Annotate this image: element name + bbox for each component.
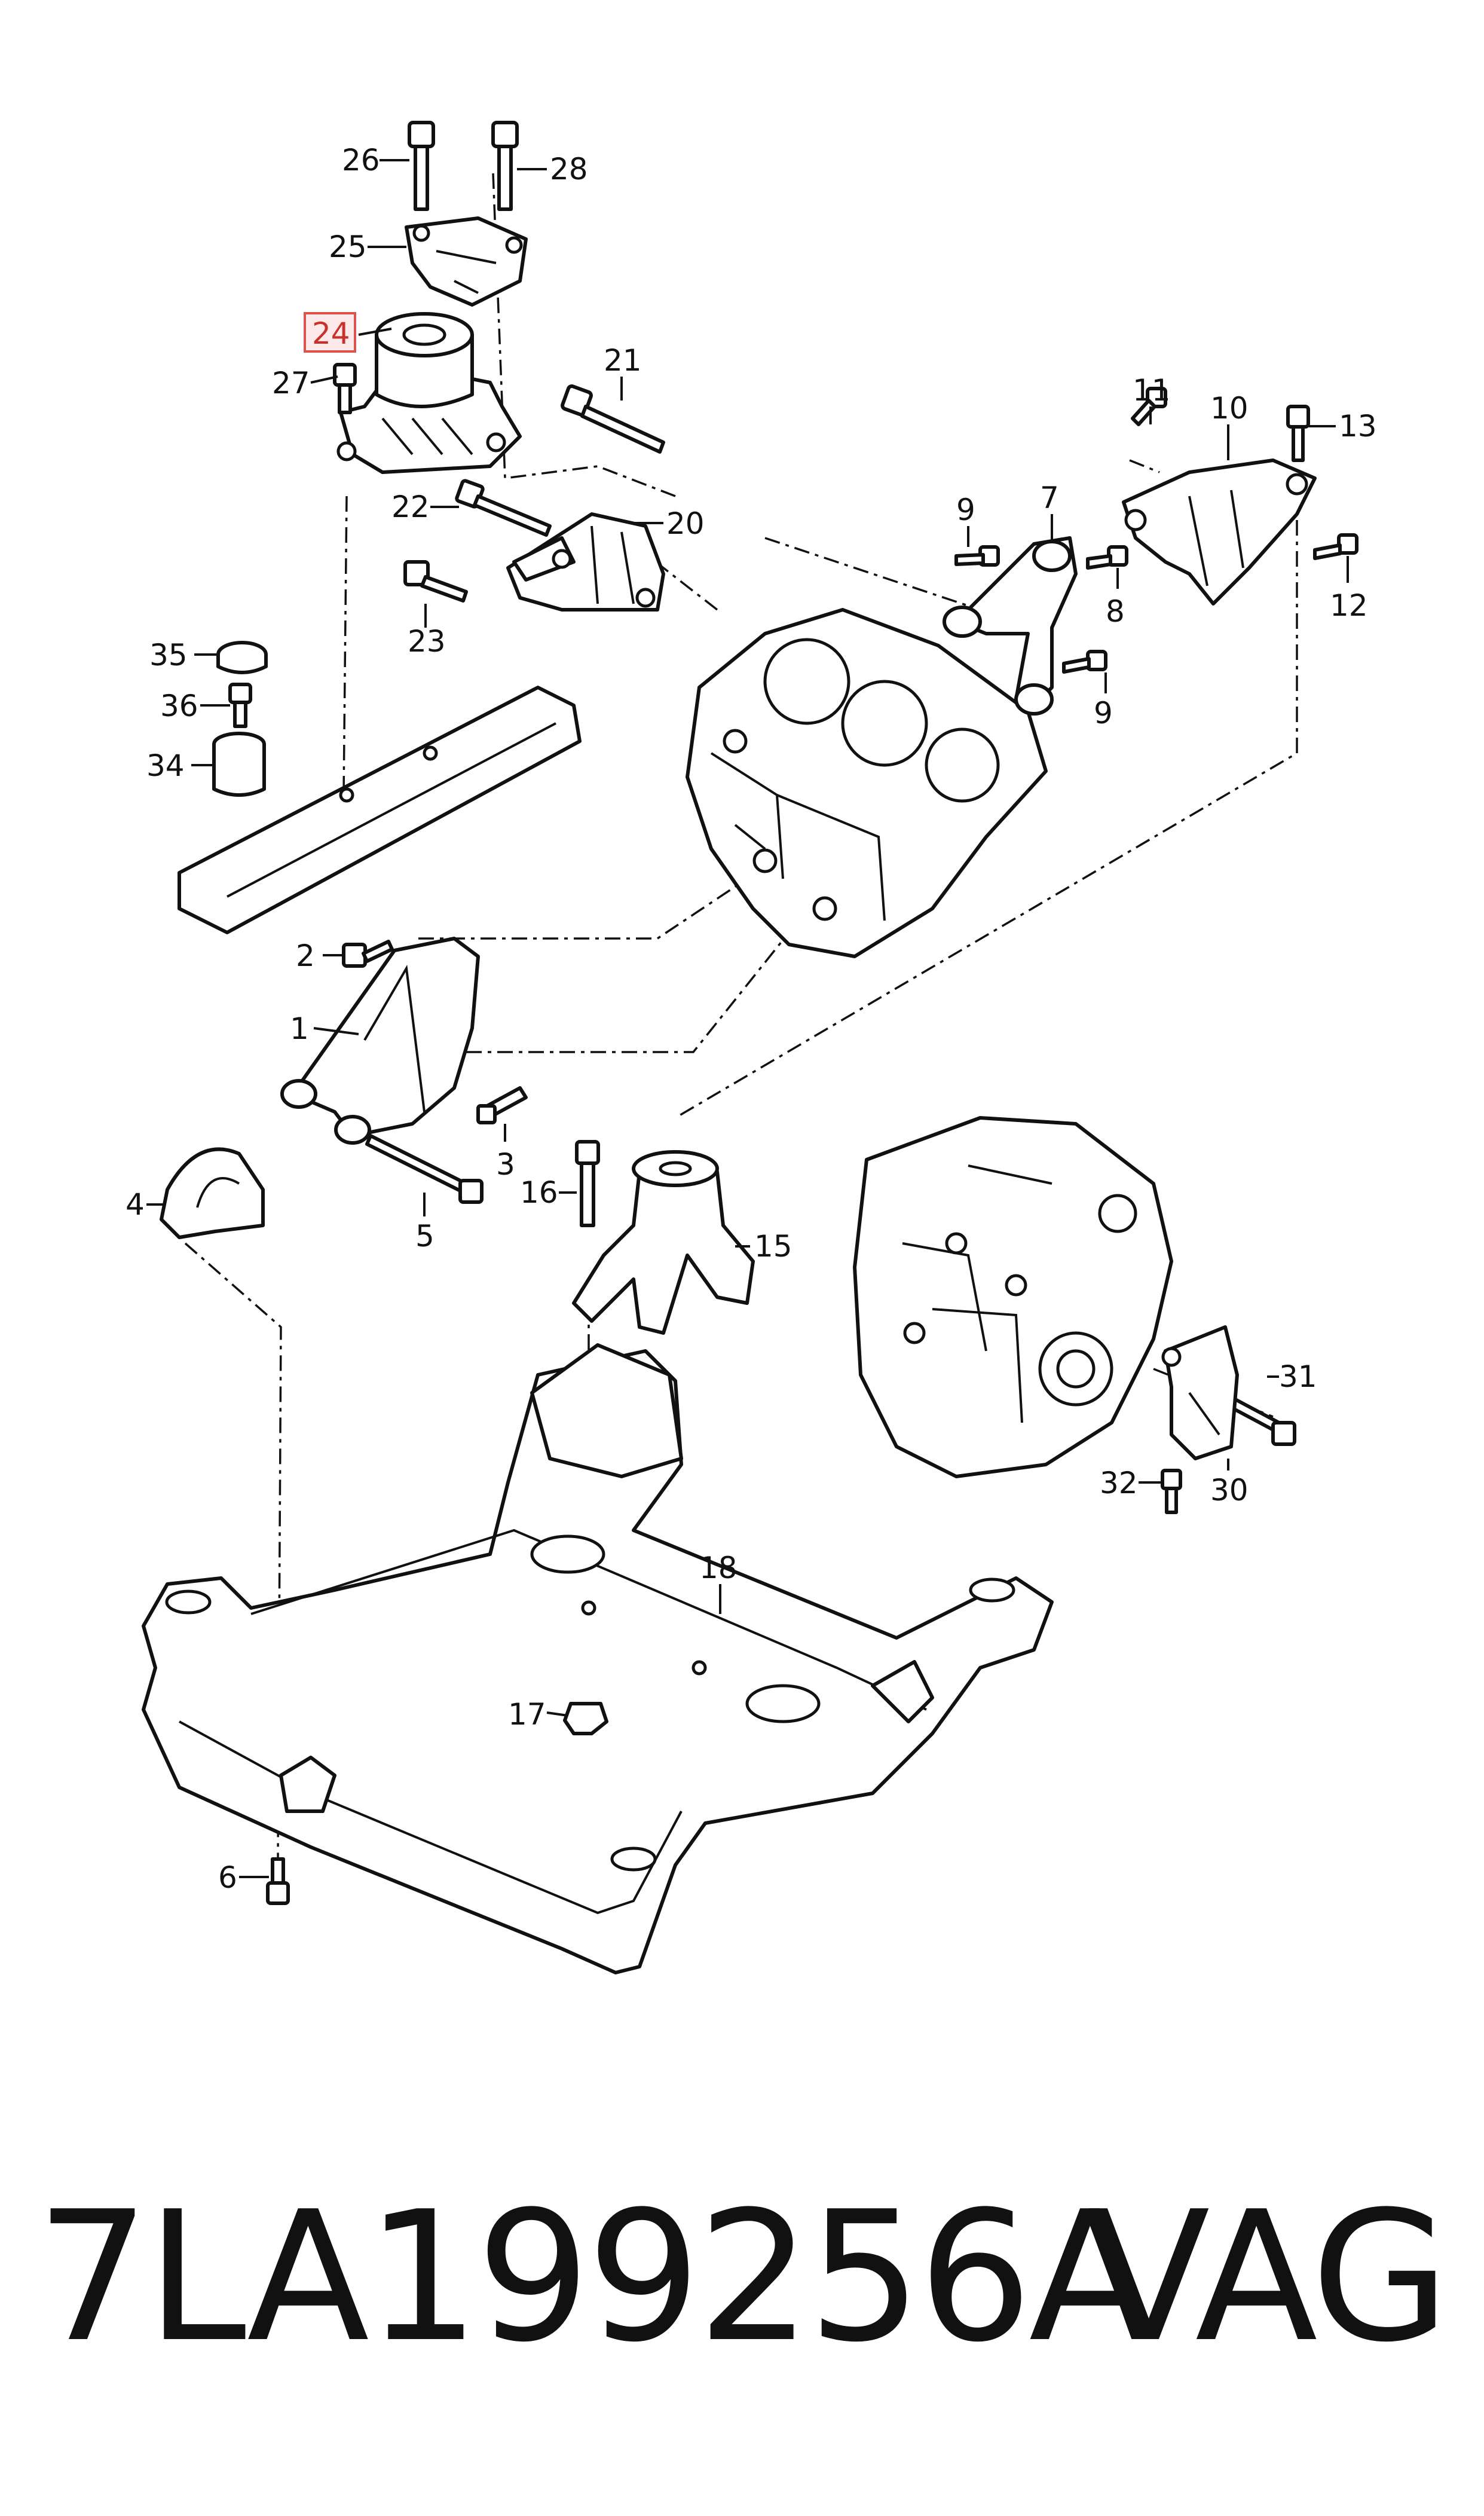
- bolt-9-upper: [954, 545, 1000, 567]
- callout-8: 8: [1106, 594, 1125, 629]
- exploded-parts-diagram: 26 28 25 24 27 21 22 20 23 11 10 13 9 7 …: [126, 121, 1377, 1974]
- bolt-23: [403, 560, 468, 603]
- callout-30: 30: [1210, 1473, 1249, 1508]
- bracket-30: [1161, 1325, 1239, 1460]
- bolt-3: [476, 1086, 528, 1124]
- bolt-11: [1131, 387, 1167, 426]
- bolt-32: [1161, 1469, 1182, 1514]
- bolt-9-lower: [1062, 650, 1107, 674]
- callout-2: 2: [296, 938, 315, 973]
- footer: 7LA199256A VAG: [36, 2173, 1450, 2439]
- callout-11: 11: [1133, 373, 1171, 408]
- callout-7: 7: [1040, 481, 1059, 515]
- mount-4: [160, 1147, 265, 1239]
- bolt-22: [455, 479, 552, 537]
- bolt-21: [561, 384, 665, 454]
- callout-32: 32: [1100, 1466, 1138, 1500]
- gearbox: [853, 1116, 1173, 1478]
- callout-21: 21: [604, 343, 642, 378]
- part-number: 7LA199256A: [36, 2173, 1152, 2382]
- callout-24: 24: [312, 316, 350, 351]
- bracket-10: [1122, 458, 1317, 606]
- callout-4: 4: [126, 1187, 145, 1222]
- bracket-1: [280, 937, 480, 1145]
- callout-17: 17: [508, 1697, 546, 1732]
- callout-labels: 26 28 25 24 27 21 22 20 23 11 10 13 9 7 …: [126, 143, 1377, 1895]
- subframe-18: [142, 1343, 1054, 1974]
- bolt-16: [575, 1140, 600, 1227]
- bolt-5: [365, 1134, 484, 1204]
- callout-16: 16: [520, 1175, 558, 1210]
- nut-17: [563, 1702, 608, 1735]
- bracket-25: [405, 216, 528, 307]
- callout-leaders: [146, 159, 1349, 1878]
- callout-12: 12: [1330, 588, 1368, 623]
- callout-6: 6: [218, 1860, 237, 1895]
- engine-mount-24: [336, 312, 522, 474]
- bolt-12: [1313, 533, 1358, 560]
- callout-26: 26: [342, 143, 380, 178]
- bolt-36: [228, 683, 252, 728]
- engine-block: [686, 608, 1048, 958]
- bolt-8: [1086, 545, 1128, 570]
- callout-5: 5: [415, 1219, 435, 1254]
- callout-13: 13: [1339, 409, 1377, 444]
- callout-10: 10: [1210, 391, 1249, 426]
- bolt-6: [266, 1857, 290, 1905]
- callout-25: 25: [329, 230, 367, 264]
- torque-rod-7: [943, 536, 1078, 716]
- bushing-34: [212, 732, 266, 797]
- callout-1: 1: [290, 1011, 309, 1046]
- callout-22: 22: [391, 490, 430, 524]
- bolt-28: [491, 121, 519, 211]
- callout-23: 23: [408, 624, 446, 659]
- callout-9-upper: 9: [956, 493, 975, 527]
- mount-15: [572, 1150, 755, 1335]
- callout-15: 15: [754, 1229, 793, 1264]
- bolt-26: [408, 121, 435, 211]
- callout-27: 27: [272, 366, 310, 401]
- bolt-27: [333, 363, 357, 414]
- callout-24-highlight: 24: [304, 312, 356, 353]
- callout-28: 28: [550, 152, 588, 187]
- frame-rail: [178, 686, 582, 934]
- bolt-13: [1286, 405, 1310, 462]
- callout-3: 3: [496, 1147, 515, 1182]
- callout-18: 18: [699, 1551, 738, 1585]
- brand-label: VAG: [1087, 2173, 1450, 2382]
- callout-34: 34: [146, 748, 185, 783]
- bracket-20: [506, 512, 665, 612]
- callout-31: 31: [1279, 1359, 1317, 1394]
- callout-35: 35: [149, 638, 188, 672]
- callout-20: 20: [666, 506, 705, 541]
- cap-35: [216, 641, 268, 674]
- callout-36: 36: [160, 689, 198, 723]
- callout-9-lower: 9: [1094, 696, 1113, 730]
